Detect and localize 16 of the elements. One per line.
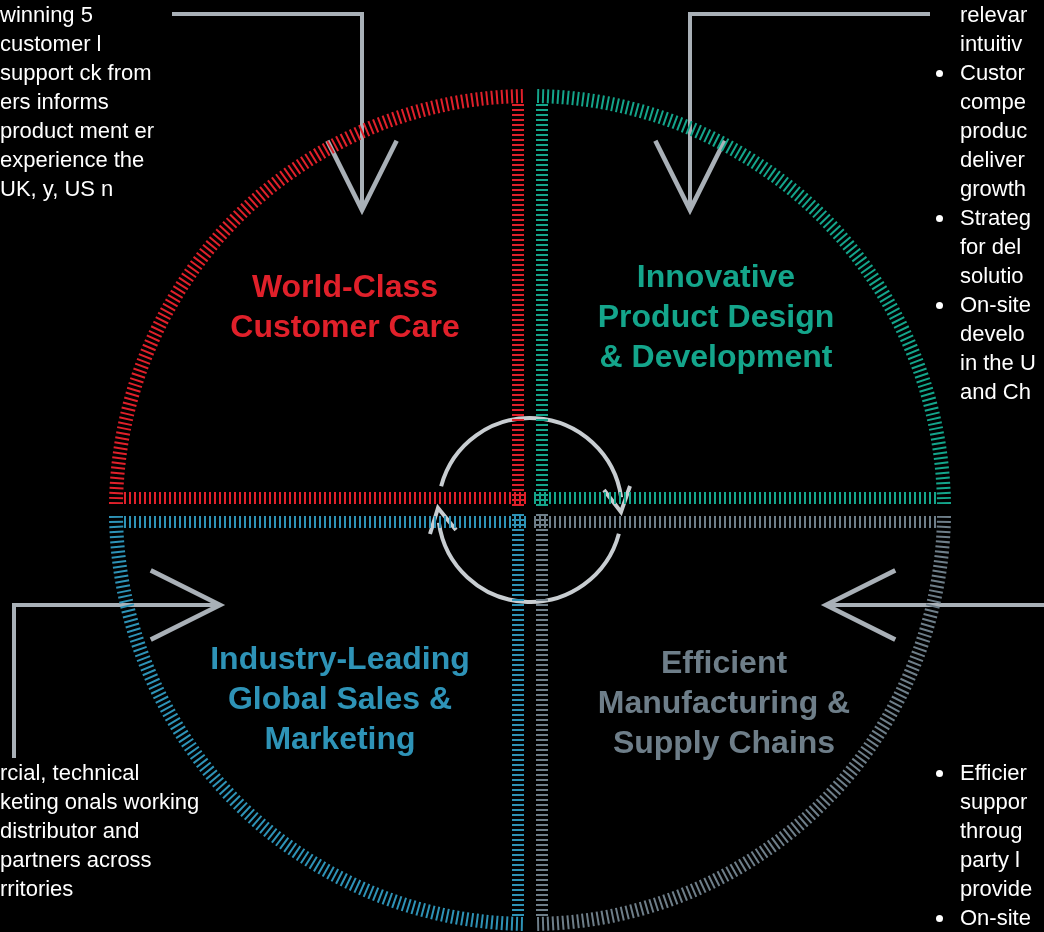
quadrant-title: World-Class Customer Care (229, 267, 461, 346)
bullet-text: winning 5 customer l support ck from ers informs product ment er experience the UK, y, US n (0, 1, 156, 203)
bullet-text: Strateg for del solutio (960, 204, 1032, 290)
arrow (12, 569, 223, 758)
quadrant-title: Innovative Product Design & Development (596, 257, 836, 376)
bullet-text: Custor compe produc deliver growth (960, 59, 1029, 203)
bullet-text: relevar intuitiv (960, 1, 1029, 58)
bullet-text: On-site develo in the U and Ch (960, 291, 1037, 406)
arrow (654, 12, 930, 213)
bullet-text: rcial, technical keting onals working distributor and partners across rritories (0, 759, 200, 903)
arrow (172, 12, 398, 213)
quadrant-title: Efficient Manufacturing & Supply Chains (596, 643, 852, 762)
quadrant-title: Industry-Leading Global Sales & Marketing (210, 639, 470, 758)
bullet-text: On-site (960, 904, 1032, 932)
arrow (823, 569, 1044, 641)
bullet-text: Efficier suppor throug party l provide (960, 759, 1034, 903)
